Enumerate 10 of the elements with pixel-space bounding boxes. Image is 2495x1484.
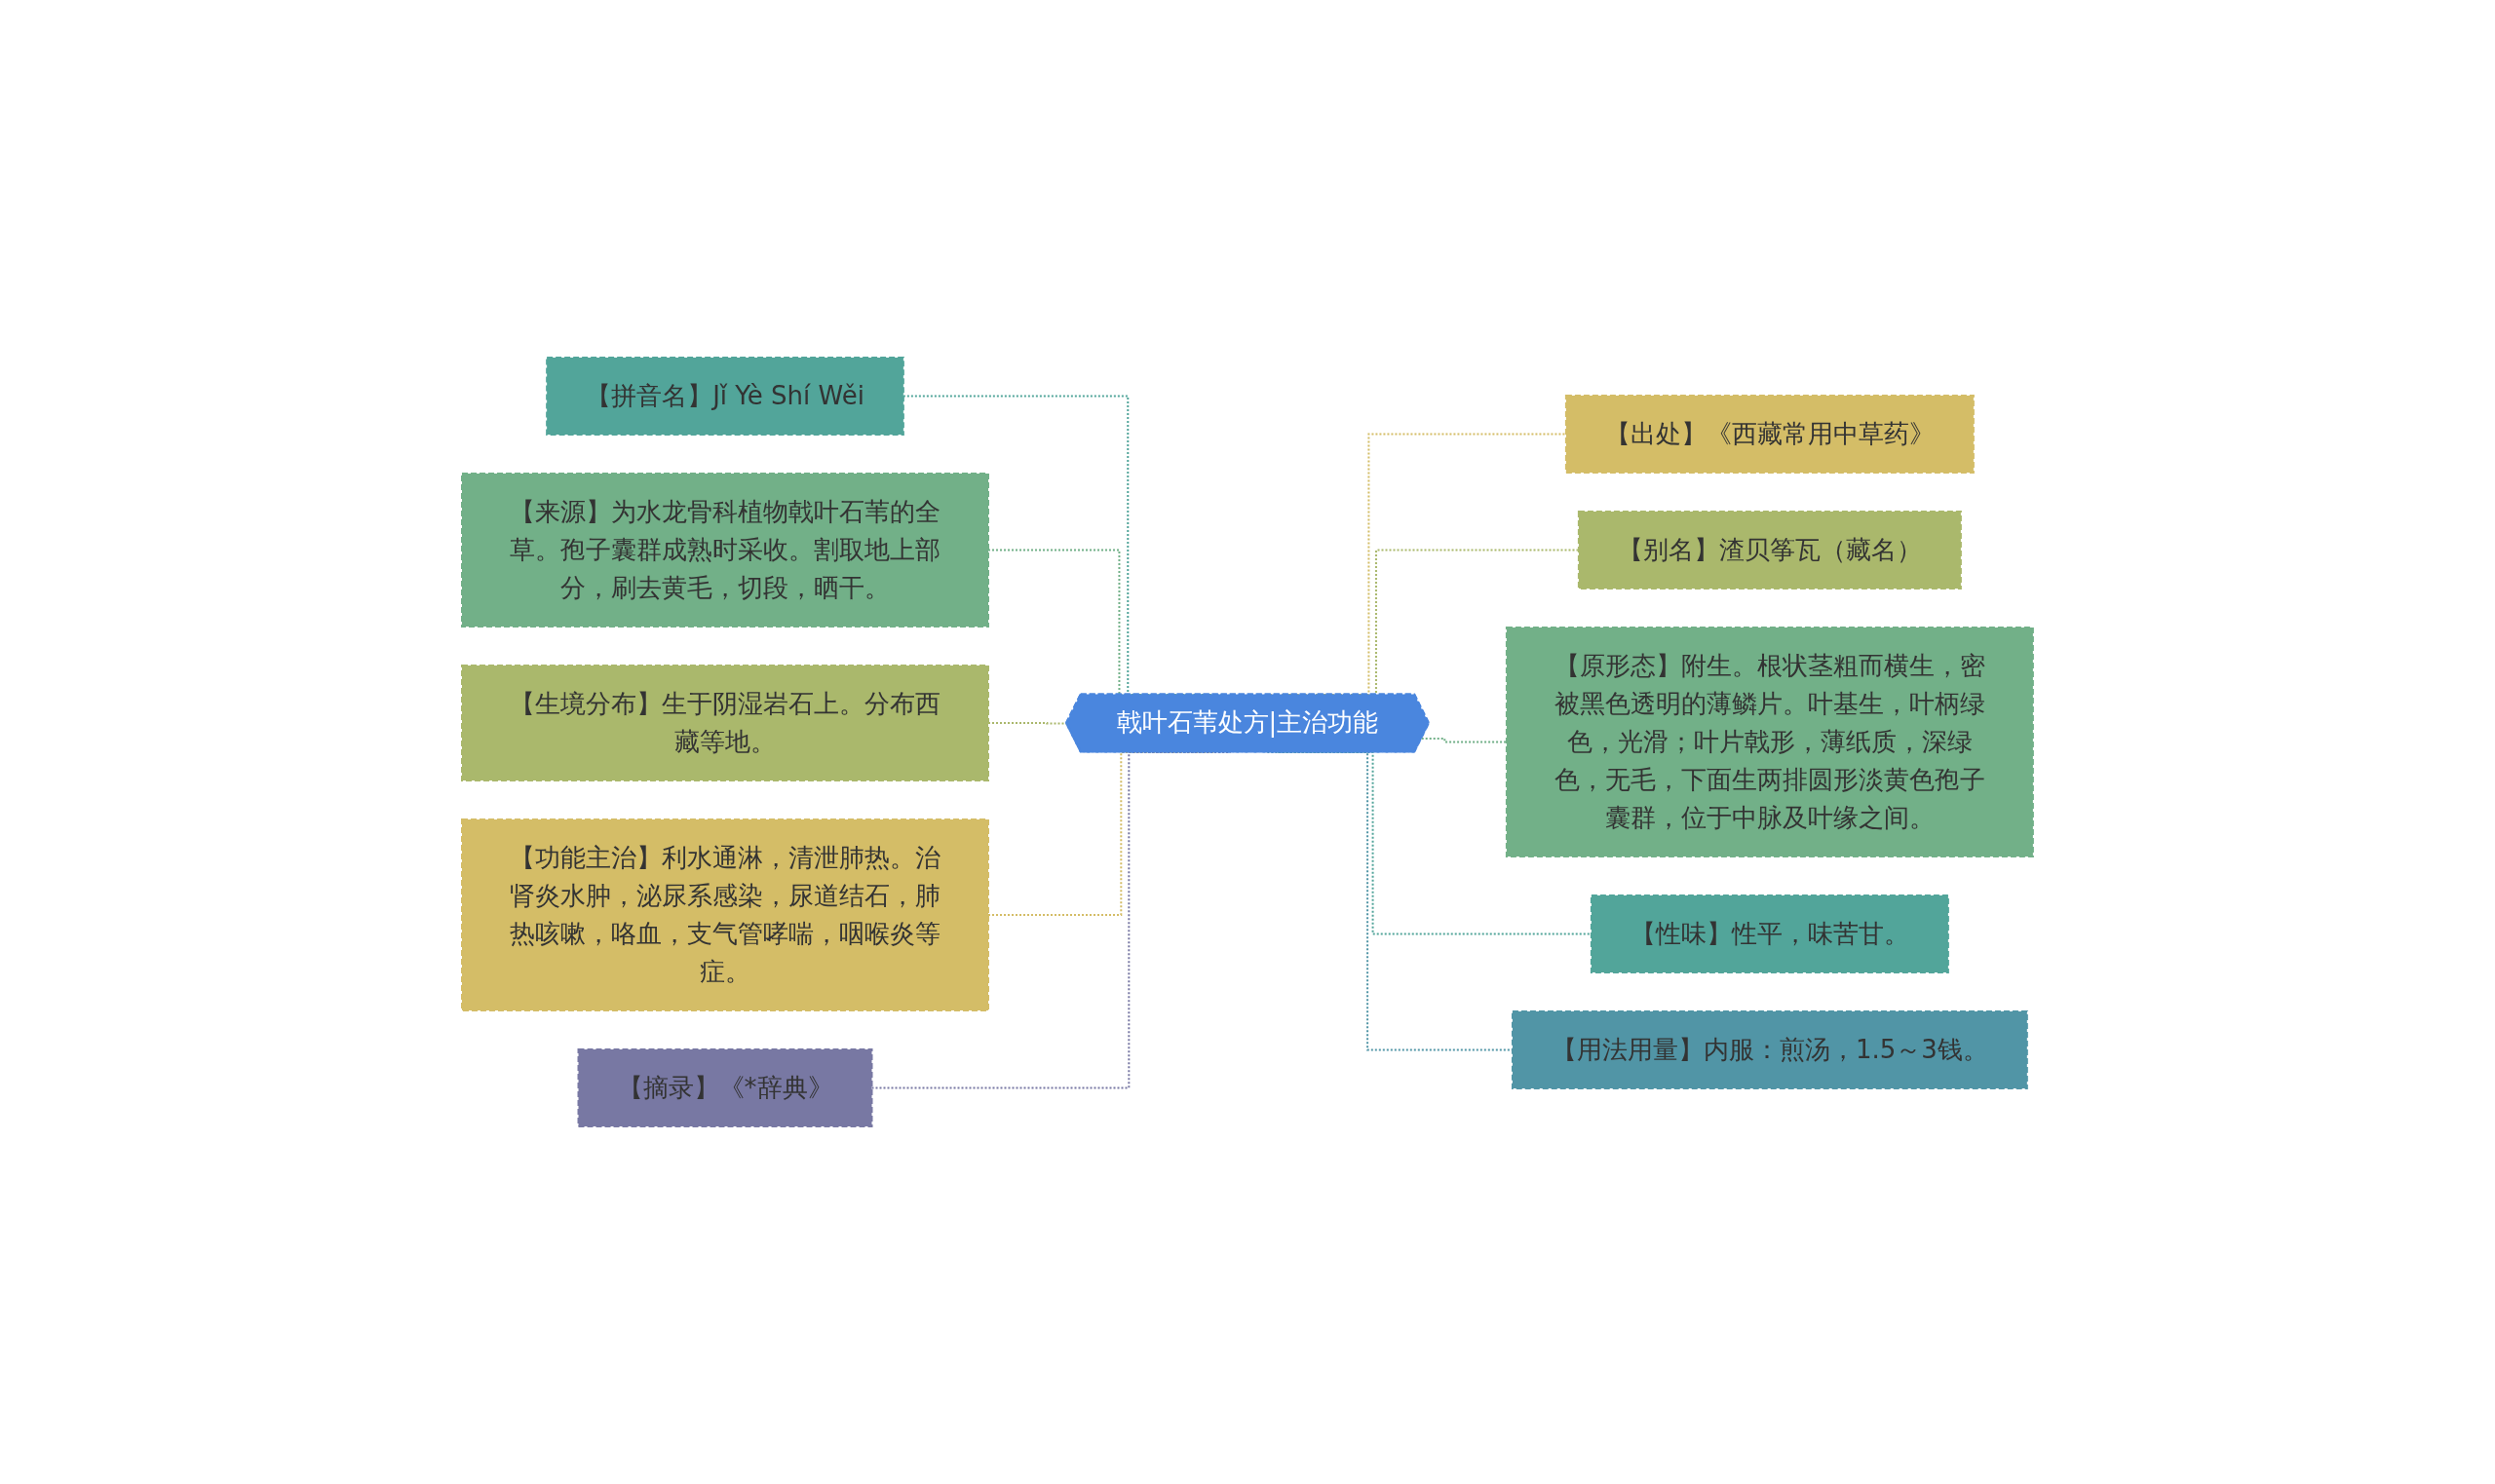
- node-box: 【生境分布】生于阴湿岩石上。分布西藏等地。: [461, 665, 990, 781]
- node-box: 【出处】《西藏常用中草药》: [1564, 395, 1975, 474]
- node-box: 【原形态】附生。根状茎粗而横生，密被黑色透明的薄鳞片。叶基生，叶柄绿色，光滑；叶片戟形，薄纸质，深绿色，无毛，下面生两排圆形淡黄色孢子囊群，位于中脉及叶缘之间。: [1505, 627, 2034, 857]
- node-box: 【摘录】《*辞典》: [577, 1048, 873, 1127]
- node-box: 【性味】性平，味苦甘。: [1590, 894, 1949, 973]
- node-box: 【来源】为水龙骨科植物戟叶石苇的全草。孢子囊群成熟时采收。割取地上部分，刷去黄毛，切段，晒干。: [461, 473, 990, 628]
- node-box: 【用法用量】内服：煎汤，1.5～3钱。: [1512, 1010, 2028, 1089]
- node-box: 【拼音名】Jǐ Yè Shí Wěi: [546, 357, 904, 436]
- node-box: 【别名】渣贝筝瓦（藏名）: [1577, 511, 1962, 590]
- node-box: 【功能主治】利水通淋，清泄肺热。治肾炎水肿，泌尿系感染，尿道结石，肺热咳嗽，咯血，支气管哮喘，咽喉炎等症。: [461, 818, 990, 1011]
